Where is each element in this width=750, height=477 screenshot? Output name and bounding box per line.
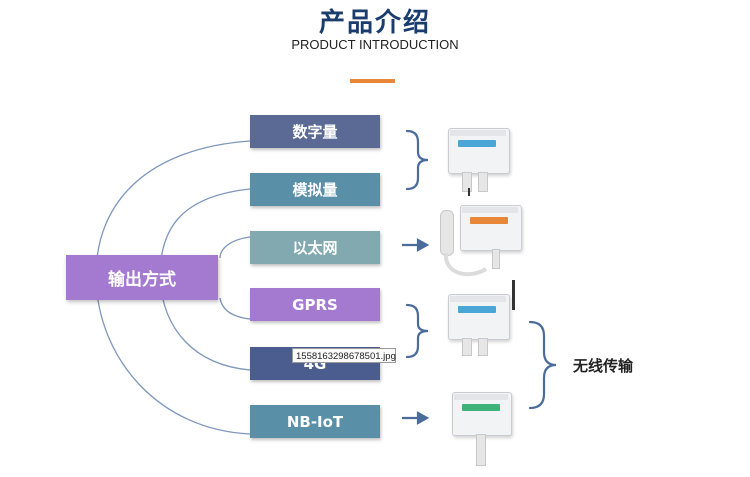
- output-mode-hub: 输出方式: [66, 255, 218, 300]
- brace-top: [405, 129, 429, 191]
- mode-ethernet: 以太网: [250, 231, 380, 264]
- brace-wireless: [528, 320, 557, 410]
- arc-ethernet: [219, 236, 251, 259]
- antenna-icon: [512, 280, 515, 310]
- wireless-transmission-label: 无线传输: [573, 357, 634, 375]
- page-title: 产品介绍: [318, 8, 431, 38]
- arc-gprs: [219, 297, 251, 320]
- accent-divider: [350, 79, 395, 83]
- mode-digital: 数字量: [250, 115, 380, 148]
- filename-tooltip: 1558163298678501.jpg: [292, 348, 396, 363]
- brace-middle: [405, 303, 429, 359]
- mode-analog: 模拟量: [250, 173, 380, 206]
- mode-nbiot: NB-IoT: [250, 405, 380, 438]
- page-subtitle: PRODUCT INTRODUCTION: [291, 37, 459, 52]
- cable-icon: [443, 252, 488, 277]
- mode-gprs: GPRS: [250, 288, 380, 321]
